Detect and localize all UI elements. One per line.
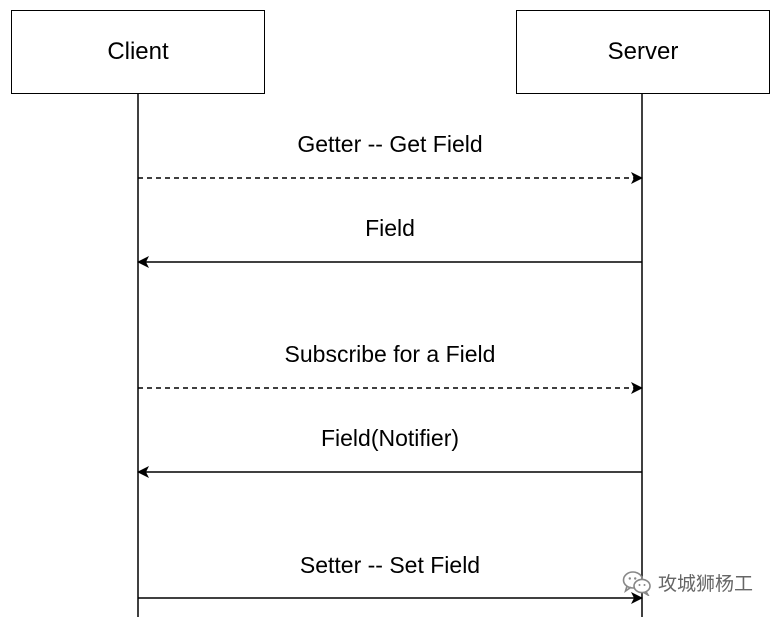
wechat-icon [622,570,652,596]
watermark: 攻城狮杨工 [622,569,753,596]
server-participant-box: Server [516,10,770,94]
client-label: Client [107,38,169,65]
message-label-field: Field [365,215,415,241]
message-label-subscribe: Subscribe for a Field [284,341,496,367]
watermark-text: 攻城狮杨工 [658,574,754,595]
message-label-notifier: Field(Notifier) [320,425,460,451]
message-label-getter: Getter -- Get Field [297,131,483,157]
server-label: Server [607,38,679,65]
client-participant-box: Client [11,10,265,94]
message-label-setter: Setter -- Set Field [299,552,481,578]
